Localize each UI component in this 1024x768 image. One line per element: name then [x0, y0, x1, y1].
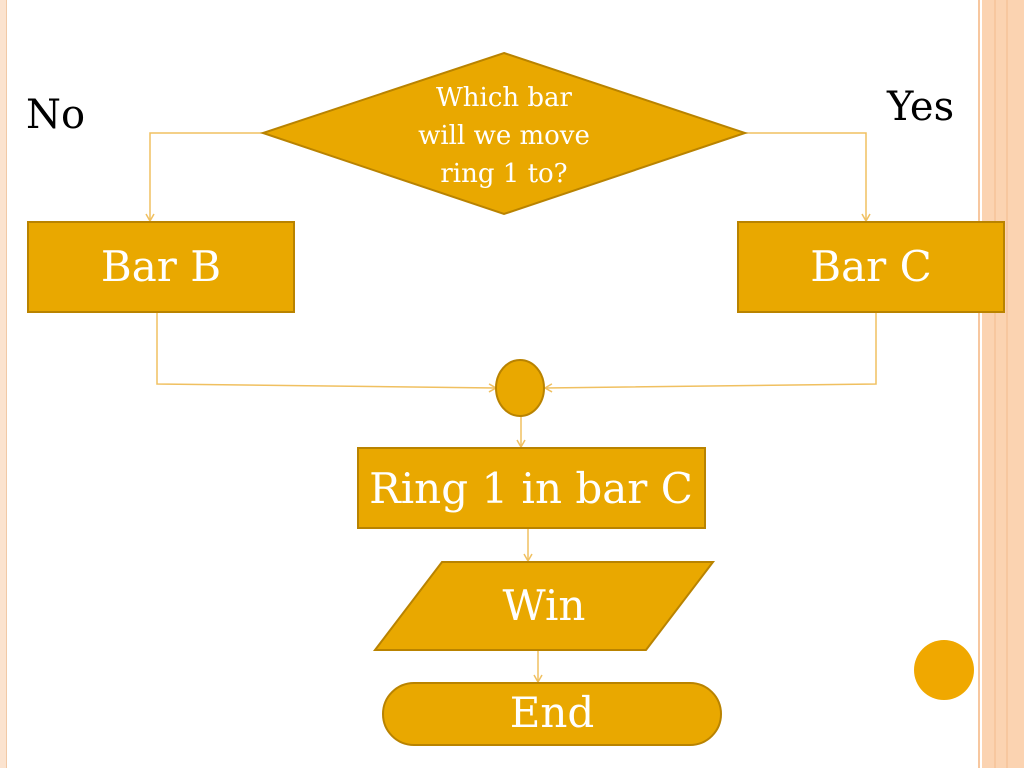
- ring-result-label: Ring 1 in bar C: [369, 464, 693, 513]
- win-parallelogram: Win: [372, 561, 716, 651]
- yes-label: Yes: [886, 84, 954, 130]
- decision-text-line2: will we move: [418, 121, 590, 151]
- left-border-decoration: [0, 0, 7, 768]
- win-label: Win: [503, 581, 586, 630]
- right-border-decoration: [976, 0, 1024, 768]
- junction-circle: [495, 359, 545, 417]
- connector-decision-to-bar-b: [145, 132, 264, 223]
- bar-c-box: Bar C: [737, 221, 1005, 313]
- connector-decision-to-bar-c: [745, 132, 871, 223]
- end-terminator: End: [382, 682, 722, 746]
- bar-b-label: Bar B: [101, 242, 221, 291]
- end-label: End: [510, 688, 595, 737]
- no-label: No: [26, 92, 85, 138]
- decision-text-line3: ring 1 to?: [440, 159, 567, 189]
- ring-result-box: Ring 1 in bar C: [357, 447, 706, 529]
- connector-bar-b-to-junction: [156, 313, 498, 393]
- accent-circle-decoration: [914, 640, 974, 700]
- connector-bar-c-to-junction: [543, 313, 877, 393]
- decision-diamond: Which bar will we move ring 1 to?: [259, 51, 749, 216]
- decision-text-line1: Which bar: [436, 83, 573, 113]
- bar-b-box: Bar B: [27, 221, 295, 313]
- bar-c-label: Bar C: [810, 242, 931, 291]
